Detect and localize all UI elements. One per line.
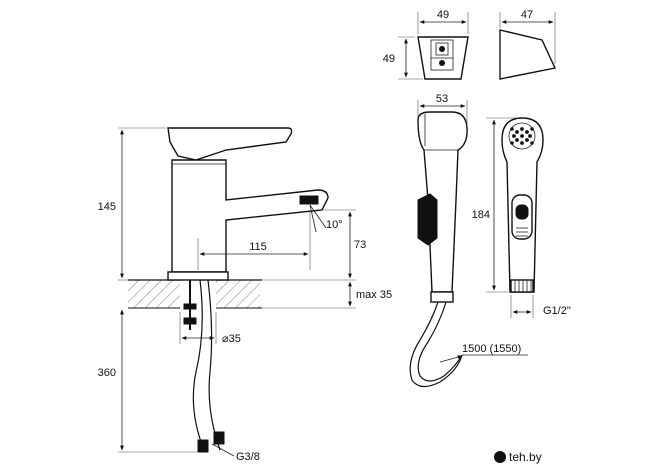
mixer-body bbox=[167, 127, 329, 281]
hose bbox=[409, 301, 463, 388]
hole-diameter-label: ⌀35 bbox=[222, 333, 241, 345]
spout-clearance-label: 73 bbox=[354, 239, 366, 251]
thread-label: G1/2" bbox=[543, 305, 571, 317]
site-logo-icon bbox=[494, 451, 506, 463]
handshower-side-view bbox=[417, 111, 468, 303]
thread-dimension: G1/2" bbox=[510, 295, 571, 318]
hole-diameter-dimension: ⌀35 bbox=[179, 312, 241, 345]
holder-depth-dimension: 47 bbox=[499, 9, 556, 64]
holder-height-dimension: 49 bbox=[383, 36, 423, 80]
mixer-height-label: 145 bbox=[98, 201, 116, 213]
spout-clearance-dimension: 73 bbox=[320, 209, 366, 279]
spout-reach-dimension: 115 bbox=[197, 210, 311, 270]
handshower-width-dimension: 53 bbox=[417, 93, 468, 126]
handshower-length-label: 184 bbox=[472, 209, 490, 221]
mounting-studs bbox=[183, 279, 225, 453]
hose-length-dimension: 1500 (1550) bbox=[439, 343, 528, 363]
spout-angle-dimension: 10° bbox=[309, 204, 343, 233]
spout-reach-label: 115 bbox=[249, 241, 267, 253]
supply-thread-dimension: G3/8 bbox=[211, 443, 260, 463]
holder-height-label: 49 bbox=[383, 53, 395, 65]
holder-front-view bbox=[417, 36, 469, 80]
supply-length-dimension: 360 bbox=[98, 309, 198, 453]
counter-thickness-label: max 35 bbox=[356, 289, 392, 301]
counter-thickness-dimension: max 35 bbox=[262, 279, 392, 309]
handshower-front-view bbox=[501, 117, 544, 293]
watermark: teh.by bbox=[494, 448, 542, 466]
supply-length-label: 360 bbox=[98, 367, 116, 379]
holder-depth-label: 47 bbox=[521, 9, 533, 21]
watermark-text: teh.by bbox=[509, 450, 542, 464]
supply-thread-label: G3/8 bbox=[236, 451, 260, 463]
spout-angle-label: 10° bbox=[326, 219, 343, 231]
handshower-width-label: 53 bbox=[436, 93, 448, 105]
holder-width-dimension: 49 bbox=[417, 9, 469, 34]
hose-length-label: 1500 (1550) bbox=[462, 343, 521, 355]
holder-width-label: 49 bbox=[437, 9, 449, 21]
holder-side-view bbox=[499, 29, 557, 80]
spray-nozzles-icon bbox=[510, 127, 534, 145]
handshower-length-dimension: 184 bbox=[472, 117, 518, 293]
mixer-height-dimension: 145 bbox=[98, 127, 166, 281]
